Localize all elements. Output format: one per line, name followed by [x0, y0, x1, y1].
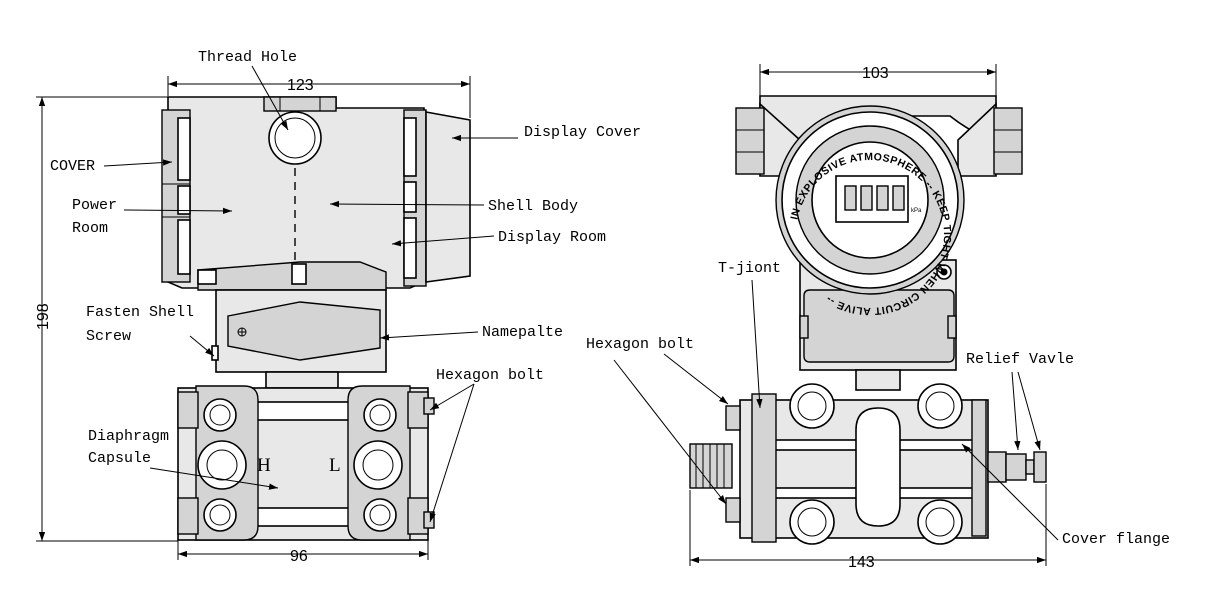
- label-fasten-shell-1: Fasten Shell: [86, 304, 194, 321]
- label-display-room: Display Room: [498, 229, 606, 246]
- nameplate-plate: [227, 301, 381, 361]
- right-annotations: T-jiont Hexagon bolt Relief Vavle Cover …: [586, 260, 1170, 548]
- label-display-cover: Display Cover: [524, 124, 641, 141]
- side-nut-right: [993, 107, 1023, 175]
- capsule-front: [689, 383, 1047, 545]
- display-unit: kPa: [911, 208, 922, 214]
- right-view: kPa IN EXPLOSIVE ATMOSPHERE -- KEEP TIGH…: [689, 95, 1047, 545]
- label-nameplate: Namepalte: [482, 324, 563, 341]
- low-side-label: L: [329, 455, 341, 476]
- label-diaphragm-1: Diaphragm: [88, 428, 169, 445]
- label-power-room-1: Power: [72, 197, 117, 214]
- label-relief-valve: Relief Vavle: [966, 351, 1074, 368]
- label-diaphragm-2: Capsule: [88, 450, 151, 467]
- neck: [211, 289, 387, 389]
- label-hexagon-bolt-right: Hexagon bolt: [586, 336, 694, 353]
- capsule-side: [177, 385, 435, 541]
- display-cover-front: kPa IN EXPLOSIVE ATMOSPHERE -- KEEP TIGH…: [775, 105, 965, 317]
- left-cover: [161, 109, 191, 283]
- dim-bottom-right: 143: [848, 554, 875, 571]
- label-cover-flange: Cover flange: [1062, 531, 1170, 548]
- left-view: H L: [161, 96, 471, 541]
- high-side-label: H: [257, 455, 271, 476]
- dim-top-right: 103: [862, 65, 889, 82]
- dim-top-left: 123: [287, 77, 314, 94]
- label-hexagon-bolt-left: Hexagon bolt: [436, 367, 544, 384]
- label-power-room-2: Room: [72, 220, 108, 237]
- label-t-joint: T-jiont: [718, 260, 781, 277]
- label-fasten-shell-2: Screw: [86, 328, 131, 345]
- dim-bottom-left: 96: [290, 548, 308, 565]
- side-nut-left: [735, 107, 765, 175]
- dim-left-height: 198: [35, 303, 52, 330]
- label-shell-body: Shell Body: [488, 198, 578, 215]
- left-dimensions: 123 198 96: [35, 76, 471, 565]
- label-cover: COVER: [50, 158, 95, 175]
- display-cover-side: [403, 109, 471, 287]
- right-dimensions: 103 143: [689, 64, 1047, 571]
- left-annotations: Thread Hole Display Cover COVER Power Ro…: [50, 49, 641, 523]
- label-thread-hole: Thread Hole: [198, 49, 297, 66]
